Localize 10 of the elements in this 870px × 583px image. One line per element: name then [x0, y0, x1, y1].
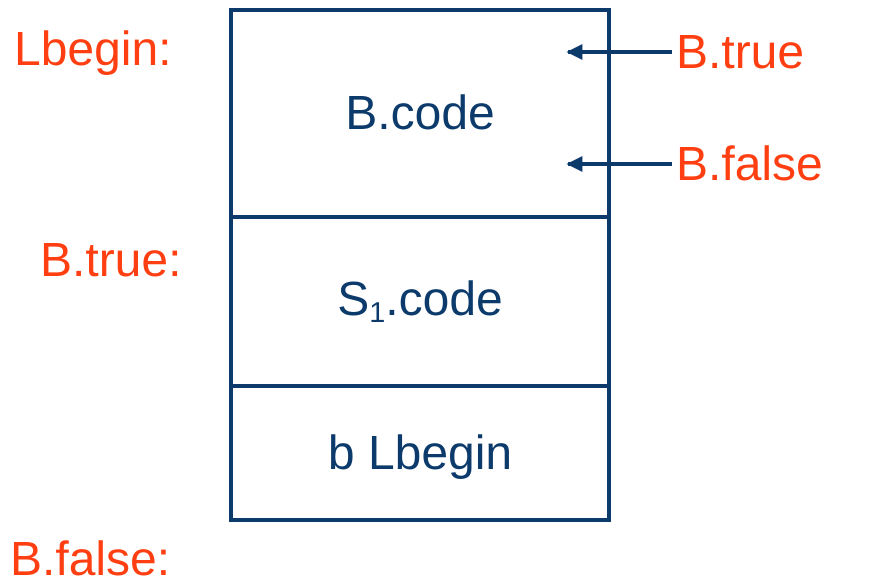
arrow: [566, 156, 672, 172]
address-label: B.false:: [10, 536, 170, 583]
address-label: Lbegin:: [14, 26, 172, 74]
code-text: B.false: [676, 136, 823, 192]
arrow: [566, 44, 672, 60]
code-text: S$_{1}$.code: [337, 272, 503, 331]
code-text: B.code: [345, 86, 495, 141]
code-text: B.true: [676, 24, 804, 80]
address-label: B.true:: [40, 237, 182, 285]
code-text: b Lbegin: [328, 426, 512, 480]
